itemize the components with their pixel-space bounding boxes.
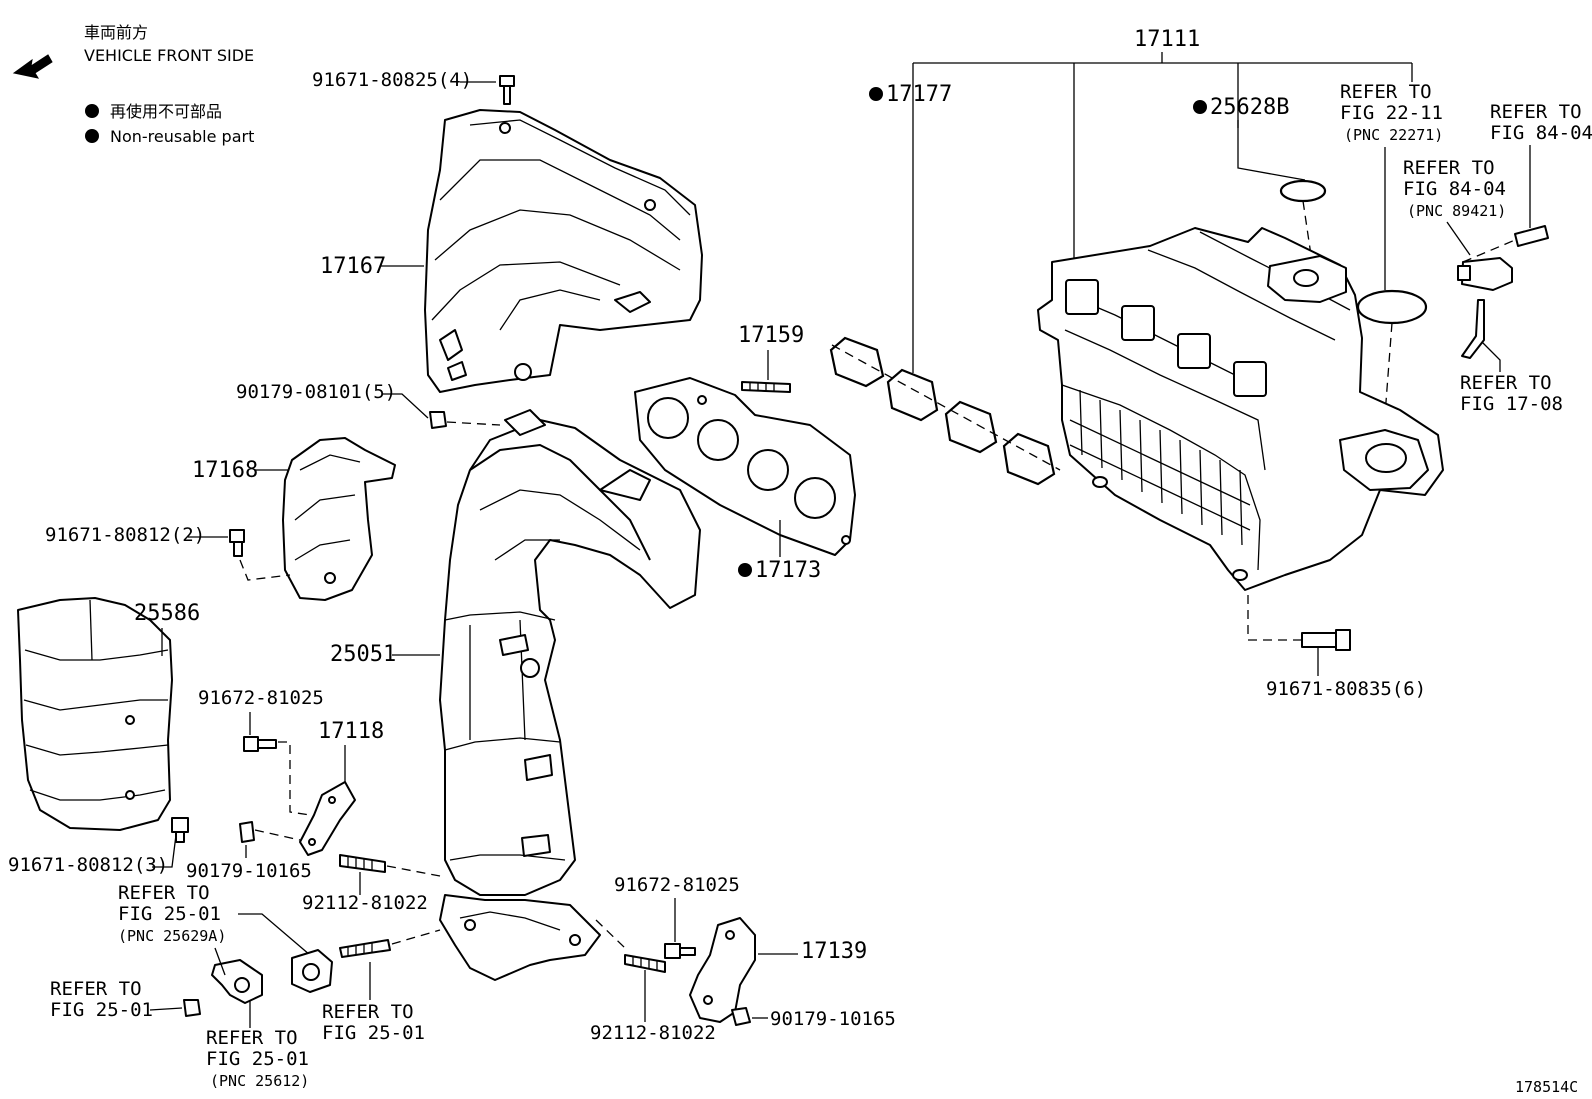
non-reusable-dot-icon [738,563,752,577]
ref-25-01d-line3: (PNC 25612) [210,1072,309,1090]
label-17159: 17159 [738,323,804,348]
intake-manifold-17111 [1037,227,1444,591]
ref-25-01b-line2: FIG 25-01 [322,1022,425,1044]
vehicle-front-en: VEHICLE FRONT SIDE [84,46,254,65]
vehicle-front-jp: 車両前方 [84,23,148,42]
non-reusable-dot-icon [85,129,99,143]
heat-insulator-25586: 25586 91671-80812(3) [8,597,200,876]
intake-gasket-17177 [829,336,1061,486]
label-92112-81022-b: 92112-81022 [590,1022,716,1044]
gasket-22271 [1356,289,1428,325]
sensor-89421 [1457,225,1549,291]
label-91671-80825: 91671-80825(4) [312,69,472,91]
label-91671-80812-3: 91671-80812(3) [8,854,168,876]
label-25586: 25586 [134,601,200,626]
ref-25-01a-line1: REFER TO [118,882,210,904]
label-17167: 17167 [320,254,386,279]
vehicle-front-arrow-icon [12,54,53,79]
ref-25-01c-line2: FIG 25-01 [50,999,153,1021]
ref-17-08-line1: REFER TO [1460,372,1552,394]
heat-insulator-17167: 91671-80825(4) 17167 [312,69,703,393]
ref-22-11-line3: (PNC 22271) [1344,126,1443,144]
stud-92112-81022-a [339,854,386,873]
label-17118: 17118 [318,719,384,744]
ref-17-08-line2: FIG 17-08 [1460,393,1563,415]
gasket-17173-group: 17159 17173 [634,323,856,583]
ref-84-04-pnc-line2: FIG 84-04 [1403,178,1506,200]
stud-92112-81022-b [624,954,666,973]
legend: 車両前方 VEHICLE FRONT SIDE 再使用不可部品 Non-reus… [12,23,254,146]
o-ring-25628b [1279,179,1327,203]
nut-90179-08101 [429,411,447,429]
label-91672-81025-a: 91672-81025 [198,687,324,709]
ref-25-01b-line1: REFER TO [322,1001,414,1023]
ref-25-01d-line2: FIG 25-01 [206,1048,309,1070]
bracket-17139 [689,917,756,1023]
bolt-91671-80835 [1301,632,1337,648]
non-reusable-en: Non-reusable part [110,127,254,146]
ref-25-01c-line1: REFER TO [50,978,142,1000]
heat-insulator-17168: 90179-08101(5) 17168 91671-80812(2) [45,381,501,601]
ref-84-04-line1: REFER TO [1490,101,1582,123]
nut-lower-left [183,999,201,1017]
label-90179-08101: 90179-08101(5) [236,381,396,403]
label-17177: 17177 [886,82,952,107]
bracket-17118 [299,781,356,856]
figure-id: 178514C [1515,1078,1578,1096]
label-90179-10165-a: 90179-10165 [186,860,312,882]
label-17173: 17173 [755,558,821,583]
label-17168: 17168 [192,458,258,483]
ref-22-11-line2: FIG 22-11 [1340,102,1443,124]
non-reusable-jp: 再使用不可部品 [110,102,222,121]
label-92112-81022-a: 92112-81022 [302,892,428,914]
intake-manifold-group: 17111 17177 25628B REFER TO FIG 22-11 (P… [829,27,1592,700]
bracket-17118-group: 91672-81025 17118 90179-10165 92112-8102… [186,687,441,914]
non-reusable-dot-icon [1193,100,1207,114]
ref-84-04-line2: FIG 84-04 [1490,122,1592,144]
label-25051: 25051 [330,642,396,667]
label-91671-80835: 91671-80835(6) [1266,678,1426,700]
label-91671-80812-2: 91671-80812(2) [45,524,205,546]
non-reusable-dot-icon [869,87,883,101]
label-25628b: 25628B [1210,95,1289,120]
nut-90179-10165-a [239,821,255,843]
ref-84-04-pnc-line3: (PNC 89421) [1407,202,1506,220]
exhaust-manifold-25051: 25051 [330,409,701,981]
nut-90179-10165-b [731,1007,751,1026]
label-17111: 17111 [1134,27,1200,52]
vacuum-hose [1461,299,1485,359]
stud-lower [339,939,391,958]
label-91672-81025-b: 91672-81025 [614,874,740,896]
ref-84-04-pnc-line1: REFER TO [1403,157,1495,179]
ref-25-01d-line1: REFER TO [206,1027,298,1049]
non-reusable-dot-icon [85,104,99,118]
ref-25-01a-line2: FIG 25-01 [118,903,221,925]
bracket-17139-group: 91672-81025 92112-81022 17139 90179-1016… [590,874,896,1044]
lower-left-references: REFER TO FIG 25-01 (PNC 25629A) REFER TO… [50,882,441,1090]
ref-25-01a-line3: (PNC 25629A) [118,927,226,945]
label-17139: 17139 [801,939,867,964]
label-90179-10165-b: 90179-10165 [770,1008,896,1030]
ref-22-11-line1: REFER TO [1340,81,1432,103]
